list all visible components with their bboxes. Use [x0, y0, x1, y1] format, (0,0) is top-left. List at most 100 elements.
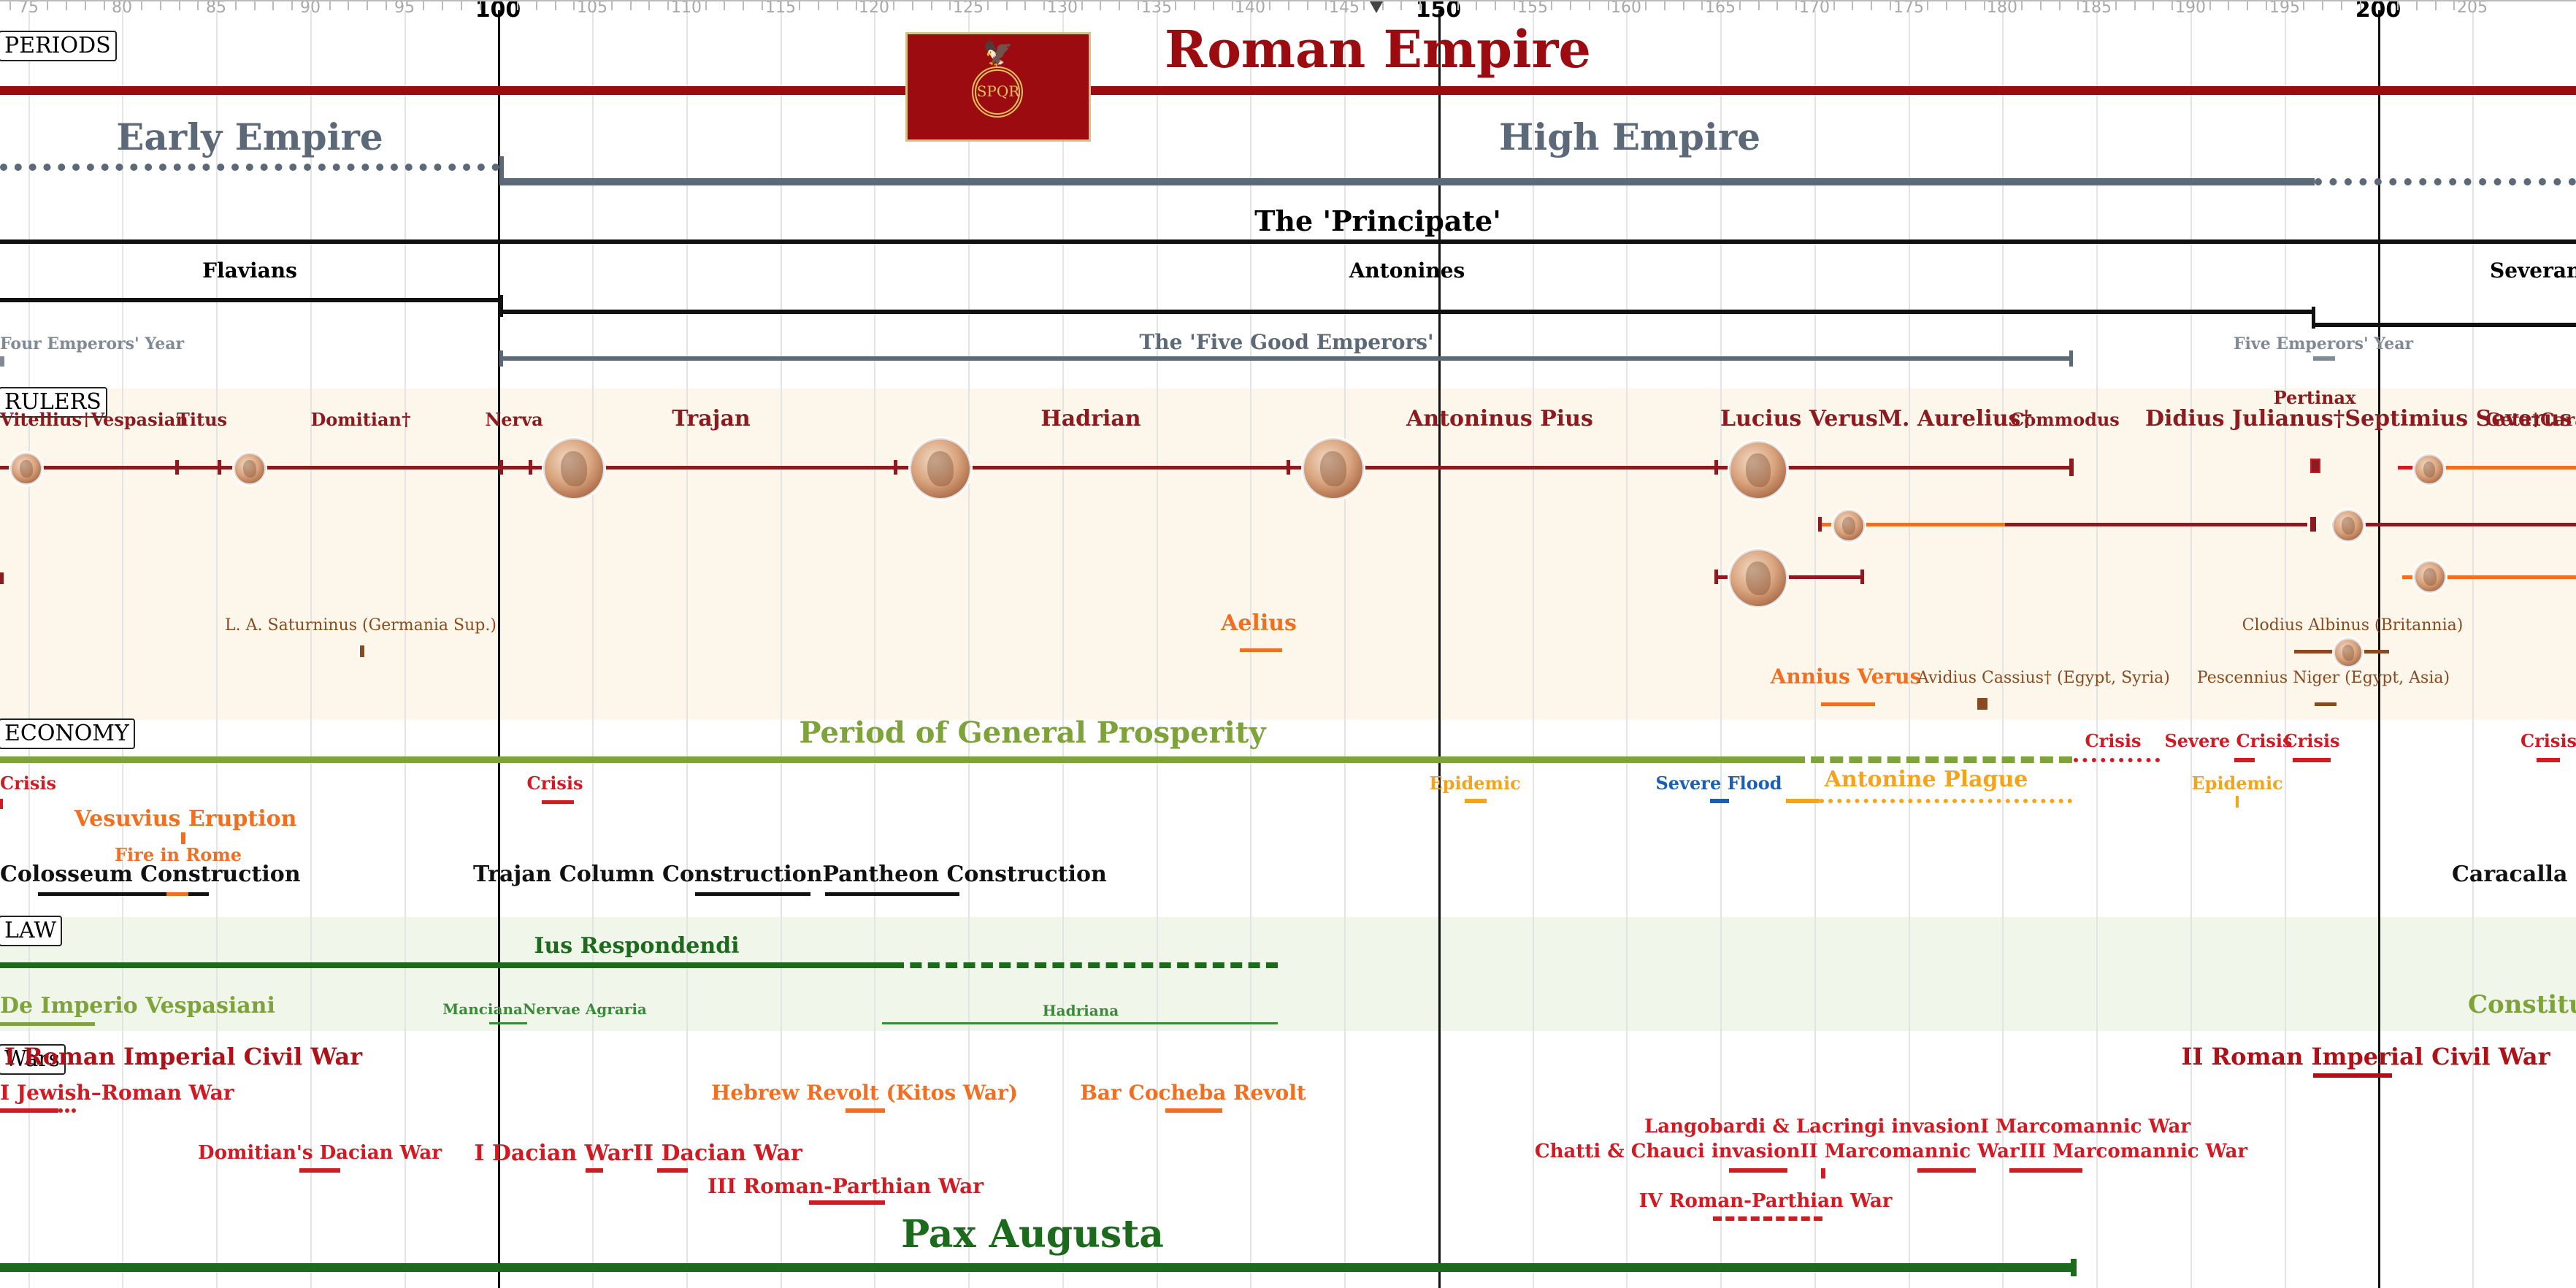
- domitian-label[interactable]: Domitian†: [310, 409, 411, 430]
- pax-augusta-label[interactable]: Pax Augusta: [901, 1212, 1164, 1257]
- wars-section-label[interactable]: Wars: [0, 1044, 66, 1075]
- roman-empire-bar[interactable]: [0, 86, 2576, 95]
- ruler-line-row2-tail[interactable]: [2332, 523, 2576, 526]
- didius-septimius-label[interactable]: Didius Julianus†Septimius Severus: [2145, 406, 2572, 432]
- ius-respondendi-bar[interactable]: [0, 962, 892, 968]
- chatti-marcomannic-label[interactable]: Chatti & Chauci invasionII Marcomannic W…: [1534, 1141, 2248, 1162]
- parthian-war-4-label[interactable]: IV Roman-Parthian War: [1638, 1190, 1893, 1212]
- dacian-war-1-bar[interactable]: [586, 1168, 603, 1173]
- early-empire-label[interactable]: Early Empire: [116, 115, 383, 158]
- severe-flood-label[interactable]: Severe Flood: [1655, 773, 1782, 794]
- economy-section-label[interactable]: ECONOMY: [0, 718, 135, 749]
- saturninus-label[interactable]: L. A. Saturninus (Germania Sup.): [225, 616, 497, 635]
- vesuvius-eruption-label[interactable]: Vesuvius Eruption: [74, 806, 297, 832]
- caracalla-baths-label[interactable]: Caracalla Ba: [2452, 862, 2576, 887]
- avidius-cassius-bar[interactable]: [1977, 698, 1987, 710]
- prosperity-label[interactable]: Period of General Prosperity: [799, 716, 1266, 750]
- trajan-label[interactable]: Trajan: [672, 406, 751, 432]
- principate-bar[interactable]: [0, 239, 2576, 244]
- high-empire-label[interactable]: High Empire: [1498, 115, 1761, 158]
- early-empire-bar[interactable]: [0, 164, 499, 171]
- pax-augusta-bar[interactable]: [0, 1263, 2075, 1272]
- flavians-bar[interactable]: [0, 298, 501, 302]
- marcus-aurelius-coin-icon[interactable]: [1729, 441, 1787, 499]
- trajan-pantheon-construction-label[interactable]: Trajan Column ConstructionPantheon Const…: [473, 862, 1107, 887]
- caracalla-row3-bar[interactable]: [2402, 575, 2576, 579]
- hadriana-label[interactable]: Hadriana: [1042, 1002, 1119, 1019]
- hebrew-revolt-label[interactable]: Hebrew Revolt (Kitos War): [710, 1081, 1019, 1105]
- four-emperors-year-bar[interactable]: [0, 356, 4, 367]
- severe-crisis-bar[interactable]: [2234, 758, 2255, 762]
- lucius-verus-aurelius-label[interactable]: Lucius VerusM. Aurelius†: [1720, 406, 2033, 432]
- manciana-nervae-bar[interactable]: [489, 1022, 527, 1024]
- pertinax-label[interactable]: Pertinax: [2273, 387, 2356, 408]
- vitellius-vespasian-label[interactable]: Vitellius†Vespasian: [0, 409, 188, 430]
- ruler-line-main[interactable]: [0, 466, 2071, 469]
- de-imperio-vespasiani-bar[interactable]: [0, 1022, 95, 1026]
- pescennius-label[interactable]: Pescennius Niger (Egypt, Asia): [2196, 669, 2450, 687]
- crisis-label-4[interactable]: Crisis: [2283, 730, 2340, 751]
- ruler-line-row2-orange[interactable]: [1821, 523, 2005, 526]
- colosseum-construction-bar[interactable]: [38, 892, 209, 896]
- antonines-label[interactable]: Antonines: [1349, 258, 1465, 283]
- caracalla-bar[interactable]: [2429, 466, 2576, 469]
- crisis-bar-1[interactable]: [0, 799, 3, 809]
- clodius-label[interactable]: Clodius Albinus (Britannia): [2242, 616, 2464, 635]
- ius-respondendi-label[interactable]: Ius Respondendi: [534, 933, 740, 959]
- fire-in-rome-label[interactable]: Fire in Rome: [115, 844, 242, 865]
- crisis-bar-5[interactable]: [2537, 758, 2560, 762]
- trajan-column-bar[interactable]: [695, 892, 810, 896]
- commodus-coin-icon[interactable]: [1729, 549, 1787, 607]
- crisis-bar-2[interactable]: [542, 800, 574, 804]
- prosperity-bar[interactable]: [0, 756, 1792, 763]
- bar-cocheba-revolt-label[interactable]: Bar Cocheba Revolt: [1080, 1081, 1306, 1105]
- jewish-roman-war-label[interactable]: I Jewish–Roman War: [0, 1081, 234, 1105]
- commodus-co-rule-bar[interactable]: [1716, 575, 1862, 579]
- ruler-line-row2-red[interactable]: [2005, 523, 2307, 526]
- hadrian-coin-icon[interactable]: [910, 438, 971, 499]
- septimius-severus-coin-icon[interactable]: [2414, 454, 2445, 485]
- epidemic-label-1[interactable]: Epidemic: [1429, 773, 1521, 794]
- epidemic-bar-2[interactable]: [2236, 796, 2239, 808]
- parthian-war-3-label[interactable]: III Roman-Parthian War: [707, 1174, 984, 1198]
- parthian-war-4-bar[interactable]: [1713, 1216, 1822, 1221]
- high-empire-bar[interactable]: [504, 178, 2315, 185]
- civil-war-1-label[interactable]: I Roman Imperial Civil War: [4, 1043, 363, 1070]
- severans-bar[interactable]: [2315, 323, 2576, 327]
- severe-crisis-label[interactable]: Severe Crisis: [2164, 730, 2293, 751]
- geta-caracalla-label[interactable]: Geta†Caraca: [2485, 409, 2576, 430]
- didius-bar[interactable]: [2398, 466, 2421, 469]
- manciana-nervae-label[interactable]: MancianaNervae Agraria: [442, 1000, 647, 1018]
- annius-verus-label[interactable]: Annius Verus: [1770, 664, 1922, 689]
- geta-coin-icon[interactable]: [2332, 510, 2364, 542]
- crisis-label-1[interactable]: Crisis: [0, 773, 57, 794]
- constitutio-label[interactable]: Constitut: [2468, 990, 2576, 1019]
- law-section-label[interactable]: LAW: [0, 916, 63, 946]
- annius-verus-bar[interactable]: [1821, 702, 1875, 706]
- severe-flood-bar[interactable]: [1710, 799, 1729, 803]
- de-imperio-vespasiani-label[interactable]: De Imperio Vespasiani: [0, 993, 275, 1019]
- pantheon-construction-bar[interactable]: [825, 892, 959, 896]
- aelius-label[interactable]: Aelius: [1221, 610, 1297, 636]
- caracalla-coin-icon[interactable]: [2414, 561, 2446, 593]
- pescennius-bar[interactable]: [2315, 702, 2337, 706]
- hadriana-bar[interactable]: [882, 1022, 1278, 1024]
- jewish-roman-war-bar[interactable]: [0, 1108, 58, 1113]
- antonines-bar[interactable]: [502, 310, 2313, 314]
- titus-coin-icon[interactable]: [234, 453, 266, 485]
- fire-in-rome-bar[interactable]: [166, 892, 188, 896]
- vesuvius-eruption-bar[interactable]: [181, 832, 185, 844]
- domitian-dacian-war-label[interactable]: Domitian's Dacian War: [198, 1142, 442, 1164]
- domitian-dacian-war-bar[interactable]: [299, 1168, 340, 1173]
- principate-label[interactable]: The 'Principate': [1254, 204, 1501, 237]
- titus-label[interactable]: Titus: [177, 409, 228, 430]
- parthian-war-3-bar[interactable]: [809, 1200, 885, 1205]
- civil-war-2-label[interactable]: II Roman Imperial Civil War: [2181, 1043, 2550, 1070]
- aelius-bar[interactable]: [1240, 648, 1282, 652]
- five-emperors-year-label[interactable]: Five Emperors' Year: [2233, 334, 2414, 353]
- antoninus-pius-coin-icon[interactable]: [1303, 438, 1364, 499]
- colosseum-construction-label[interactable]: Colosseum Construction: [0, 862, 301, 887]
- bar-cocheba-revolt-bar[interactable]: [1165, 1108, 1222, 1113]
- trajan-coin-icon[interactable]: [543, 438, 605, 499]
- crisis-label-5[interactable]: Crisis: [2521, 730, 2576, 751]
